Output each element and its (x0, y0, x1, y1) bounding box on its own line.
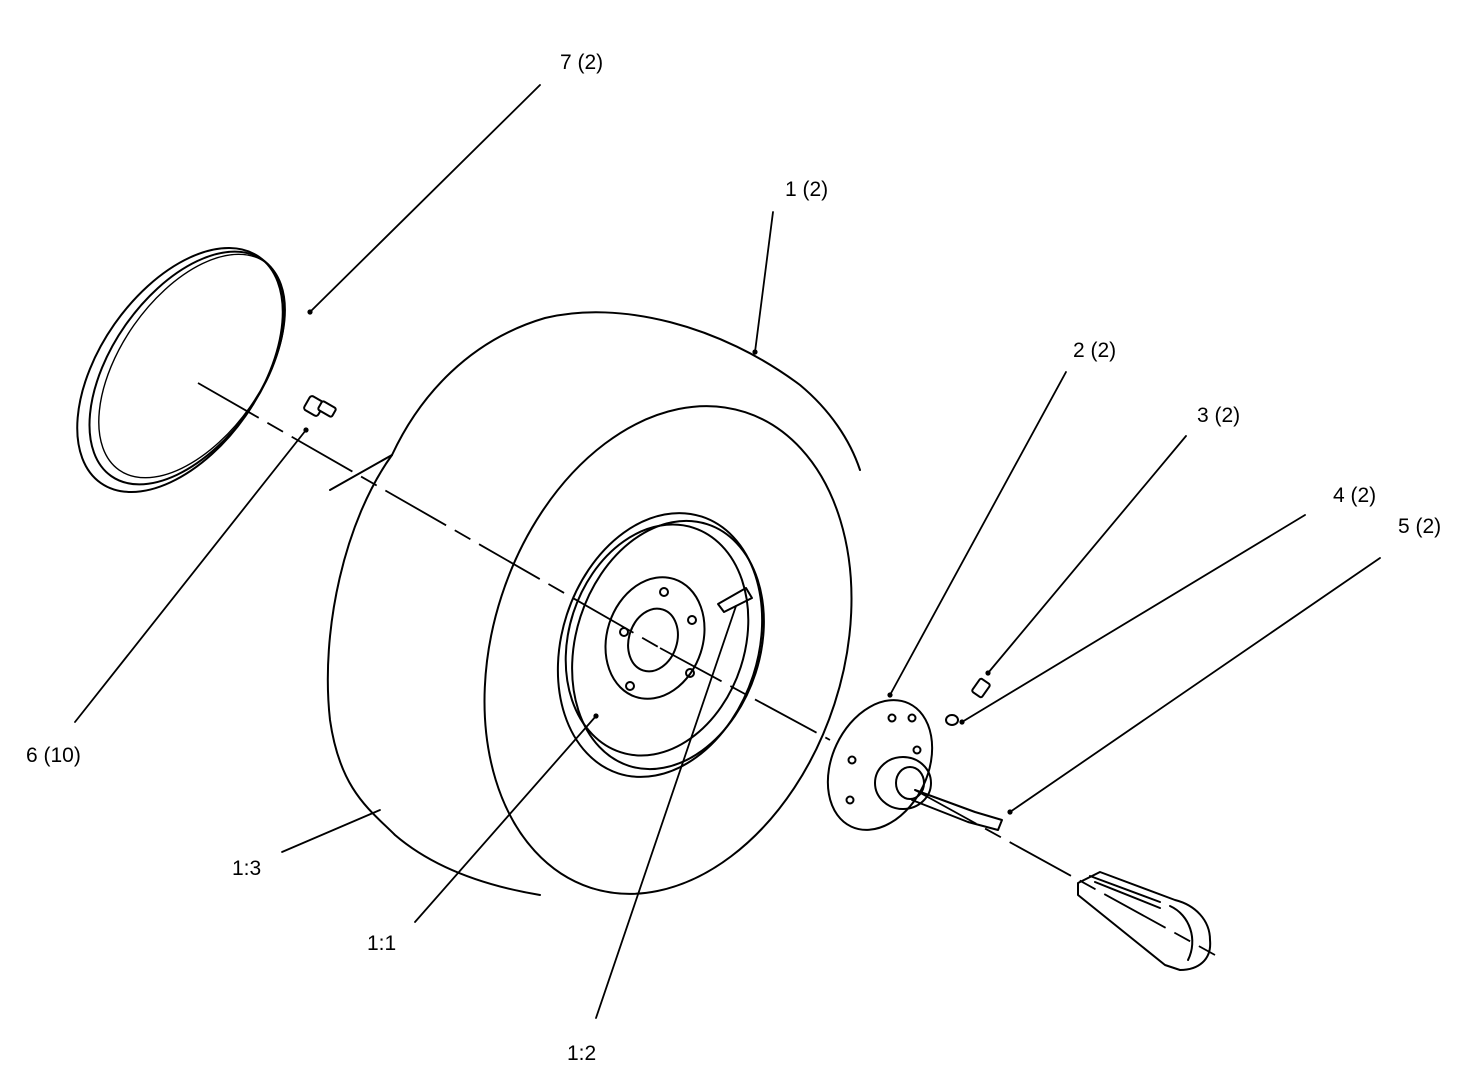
callout-4: 4 (2) (1333, 484, 1377, 507)
axle-shaft (1077, 871, 1212, 971)
callout-3: 3 (2) (1197, 404, 1241, 427)
hubcap-ring (76, 246, 286, 494)
leader-6 (74, 429, 307, 723)
wheel-rim (556, 512, 765, 778)
callout-1: 1 (2) (785, 178, 829, 201)
leader-dots (303, 309, 1013, 815)
leader-3 (987, 435, 1187, 674)
callout-6: 6 (10) (26, 744, 81, 767)
leader-1-2 (595, 605, 737, 1019)
callout-1-2: 1:2 (567, 1042, 597, 1065)
leader-4 (961, 514, 1306, 723)
tire (326, 311, 861, 896)
leader-1-3 (281, 809, 381, 853)
grease-fitting (971, 677, 991, 699)
leader-5 (1009, 557, 1381, 813)
center-axis (197, 382, 1216, 956)
callout-7: 7 (2) (560, 51, 604, 74)
callout-2: 2 (2) (1073, 339, 1117, 362)
leader-2 (889, 371, 1067, 696)
callout-1-3: 1:3 (232, 857, 262, 880)
callout-1-1: 1:1 (367, 932, 397, 955)
washer (945, 714, 959, 726)
lug-bolt (303, 395, 337, 418)
key (911, 789, 1003, 831)
hub (826, 699, 934, 831)
leader-1-1 (414, 715, 597, 923)
callout-5: 5 (2) (1398, 515, 1442, 538)
leader-1 (754, 211, 774, 353)
leader-7 (309, 84, 541, 313)
